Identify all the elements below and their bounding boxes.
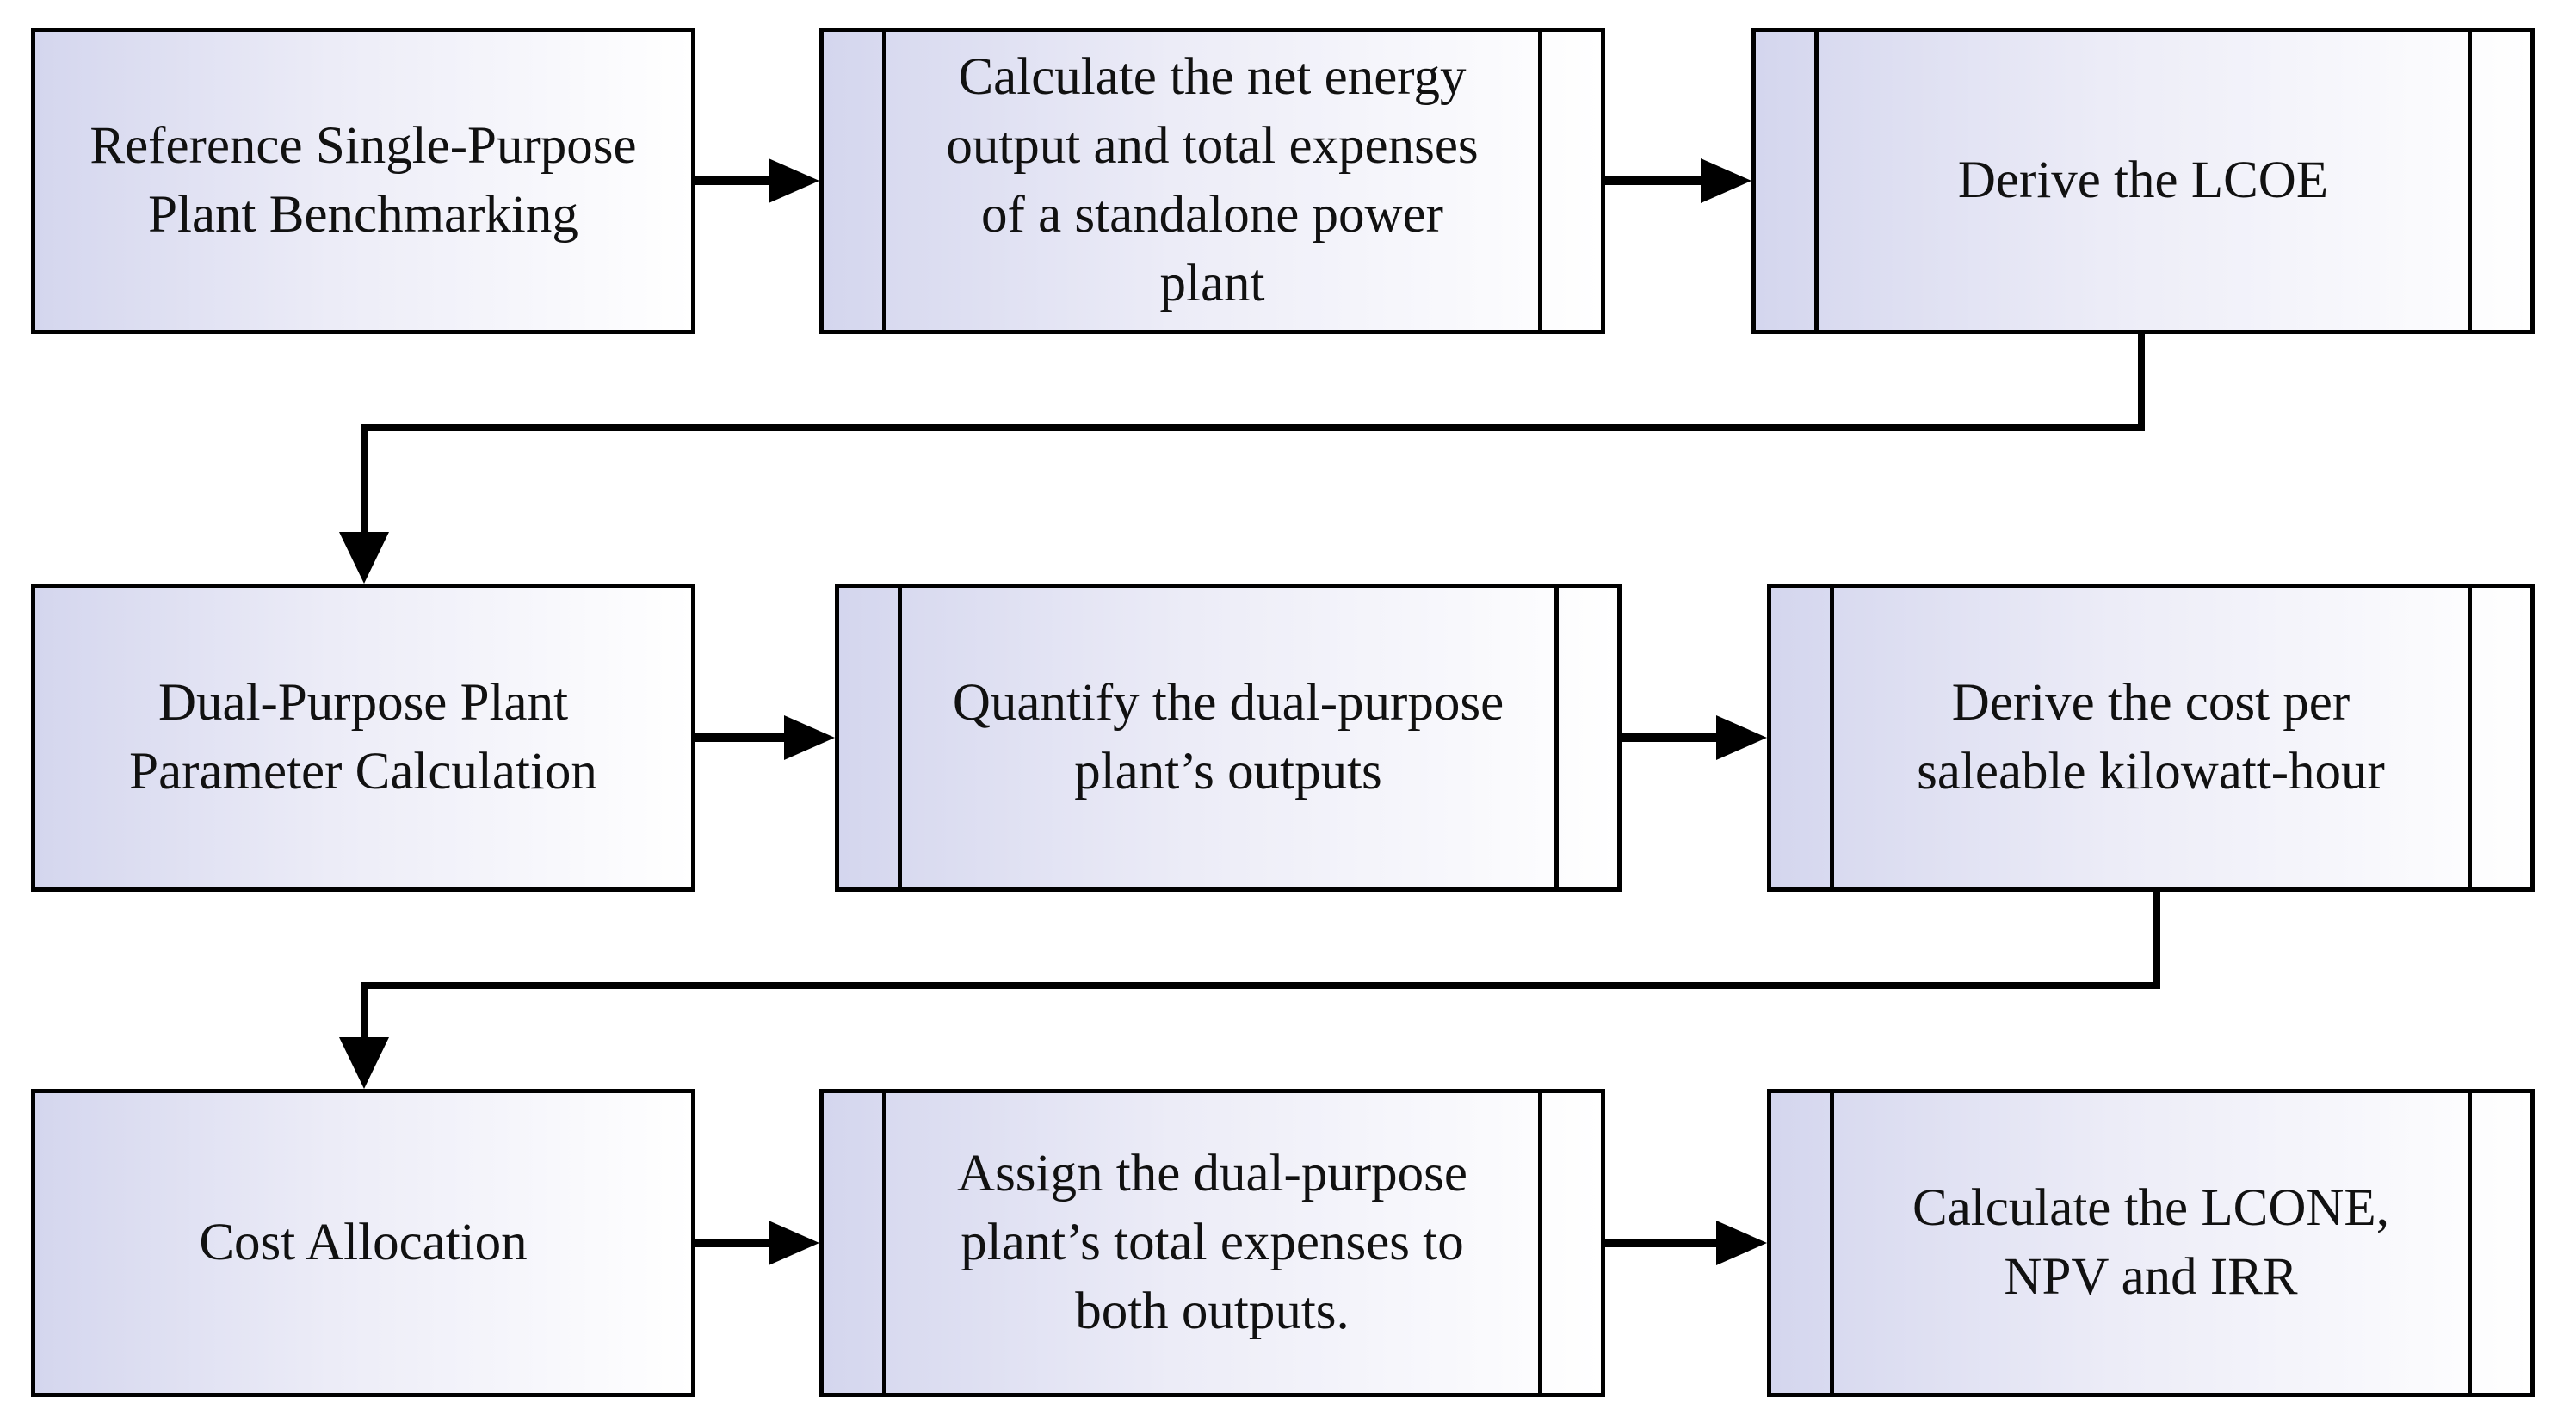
arrow-row2-b (1619, 715, 1767, 760)
step-quantify-outputs: Quantify the dual-purpose plant’s output… (835, 584, 1622, 892)
step-label: Dual-Purpose Plant Parameter Calculation (129, 674, 597, 801)
arrow-row1-a (693, 158, 819, 203)
step-label: Cost Allocation (199, 1214, 528, 1271)
arrow-row2-a (693, 715, 835, 760)
arrow-row1-b (1603, 158, 1751, 203)
step-reference-benchmarking: Reference Single-Purpose Plant Benchmark… (31, 28, 695, 334)
step-label: Reference Single-Purpose Plant Benchmark… (90, 117, 637, 244)
step-label: Calculate the LCONE, NPV and IRR (1912, 1179, 2389, 1306)
step-derive-lcoe: Derive the LCOE (1751, 28, 2535, 334)
step-lcone-npv-irr: Calculate the LCONE, NPV and IRR (1767, 1089, 2535, 1397)
step-assign-expenses: Assign the dual-purpose plant’s total ex… (819, 1089, 1605, 1397)
step-net-energy-output: Calculate the net energy output and tota… (819, 28, 1605, 334)
connector-row2-to-row3 (339, 888, 2160, 1089)
step-label: Calculate the net energy output and tota… (946, 48, 1479, 312)
step-label: Derive the cost per saleable kilowatt-ho… (1917, 674, 2385, 801)
step-label: Quantify the dual-purpose plant’s output… (952, 674, 1504, 801)
connector-row1-to-row2 (339, 331, 2145, 584)
step-cost-per-kwh: Derive the cost per saleable kilowatt-ho… (1767, 584, 2535, 892)
step-cost-allocation: Cost Allocation (31, 1089, 695, 1397)
arrow-row3-a (693, 1221, 819, 1265)
arrow-row3-b (1603, 1221, 1767, 1265)
step-label: Assign the dual-purpose plant’s total ex… (957, 1145, 1467, 1340)
step-label: Derive the LCOE (1957, 151, 2329, 209)
step-dual-purpose-parameters: Dual-Purpose Plant Parameter Calculation (31, 584, 695, 892)
